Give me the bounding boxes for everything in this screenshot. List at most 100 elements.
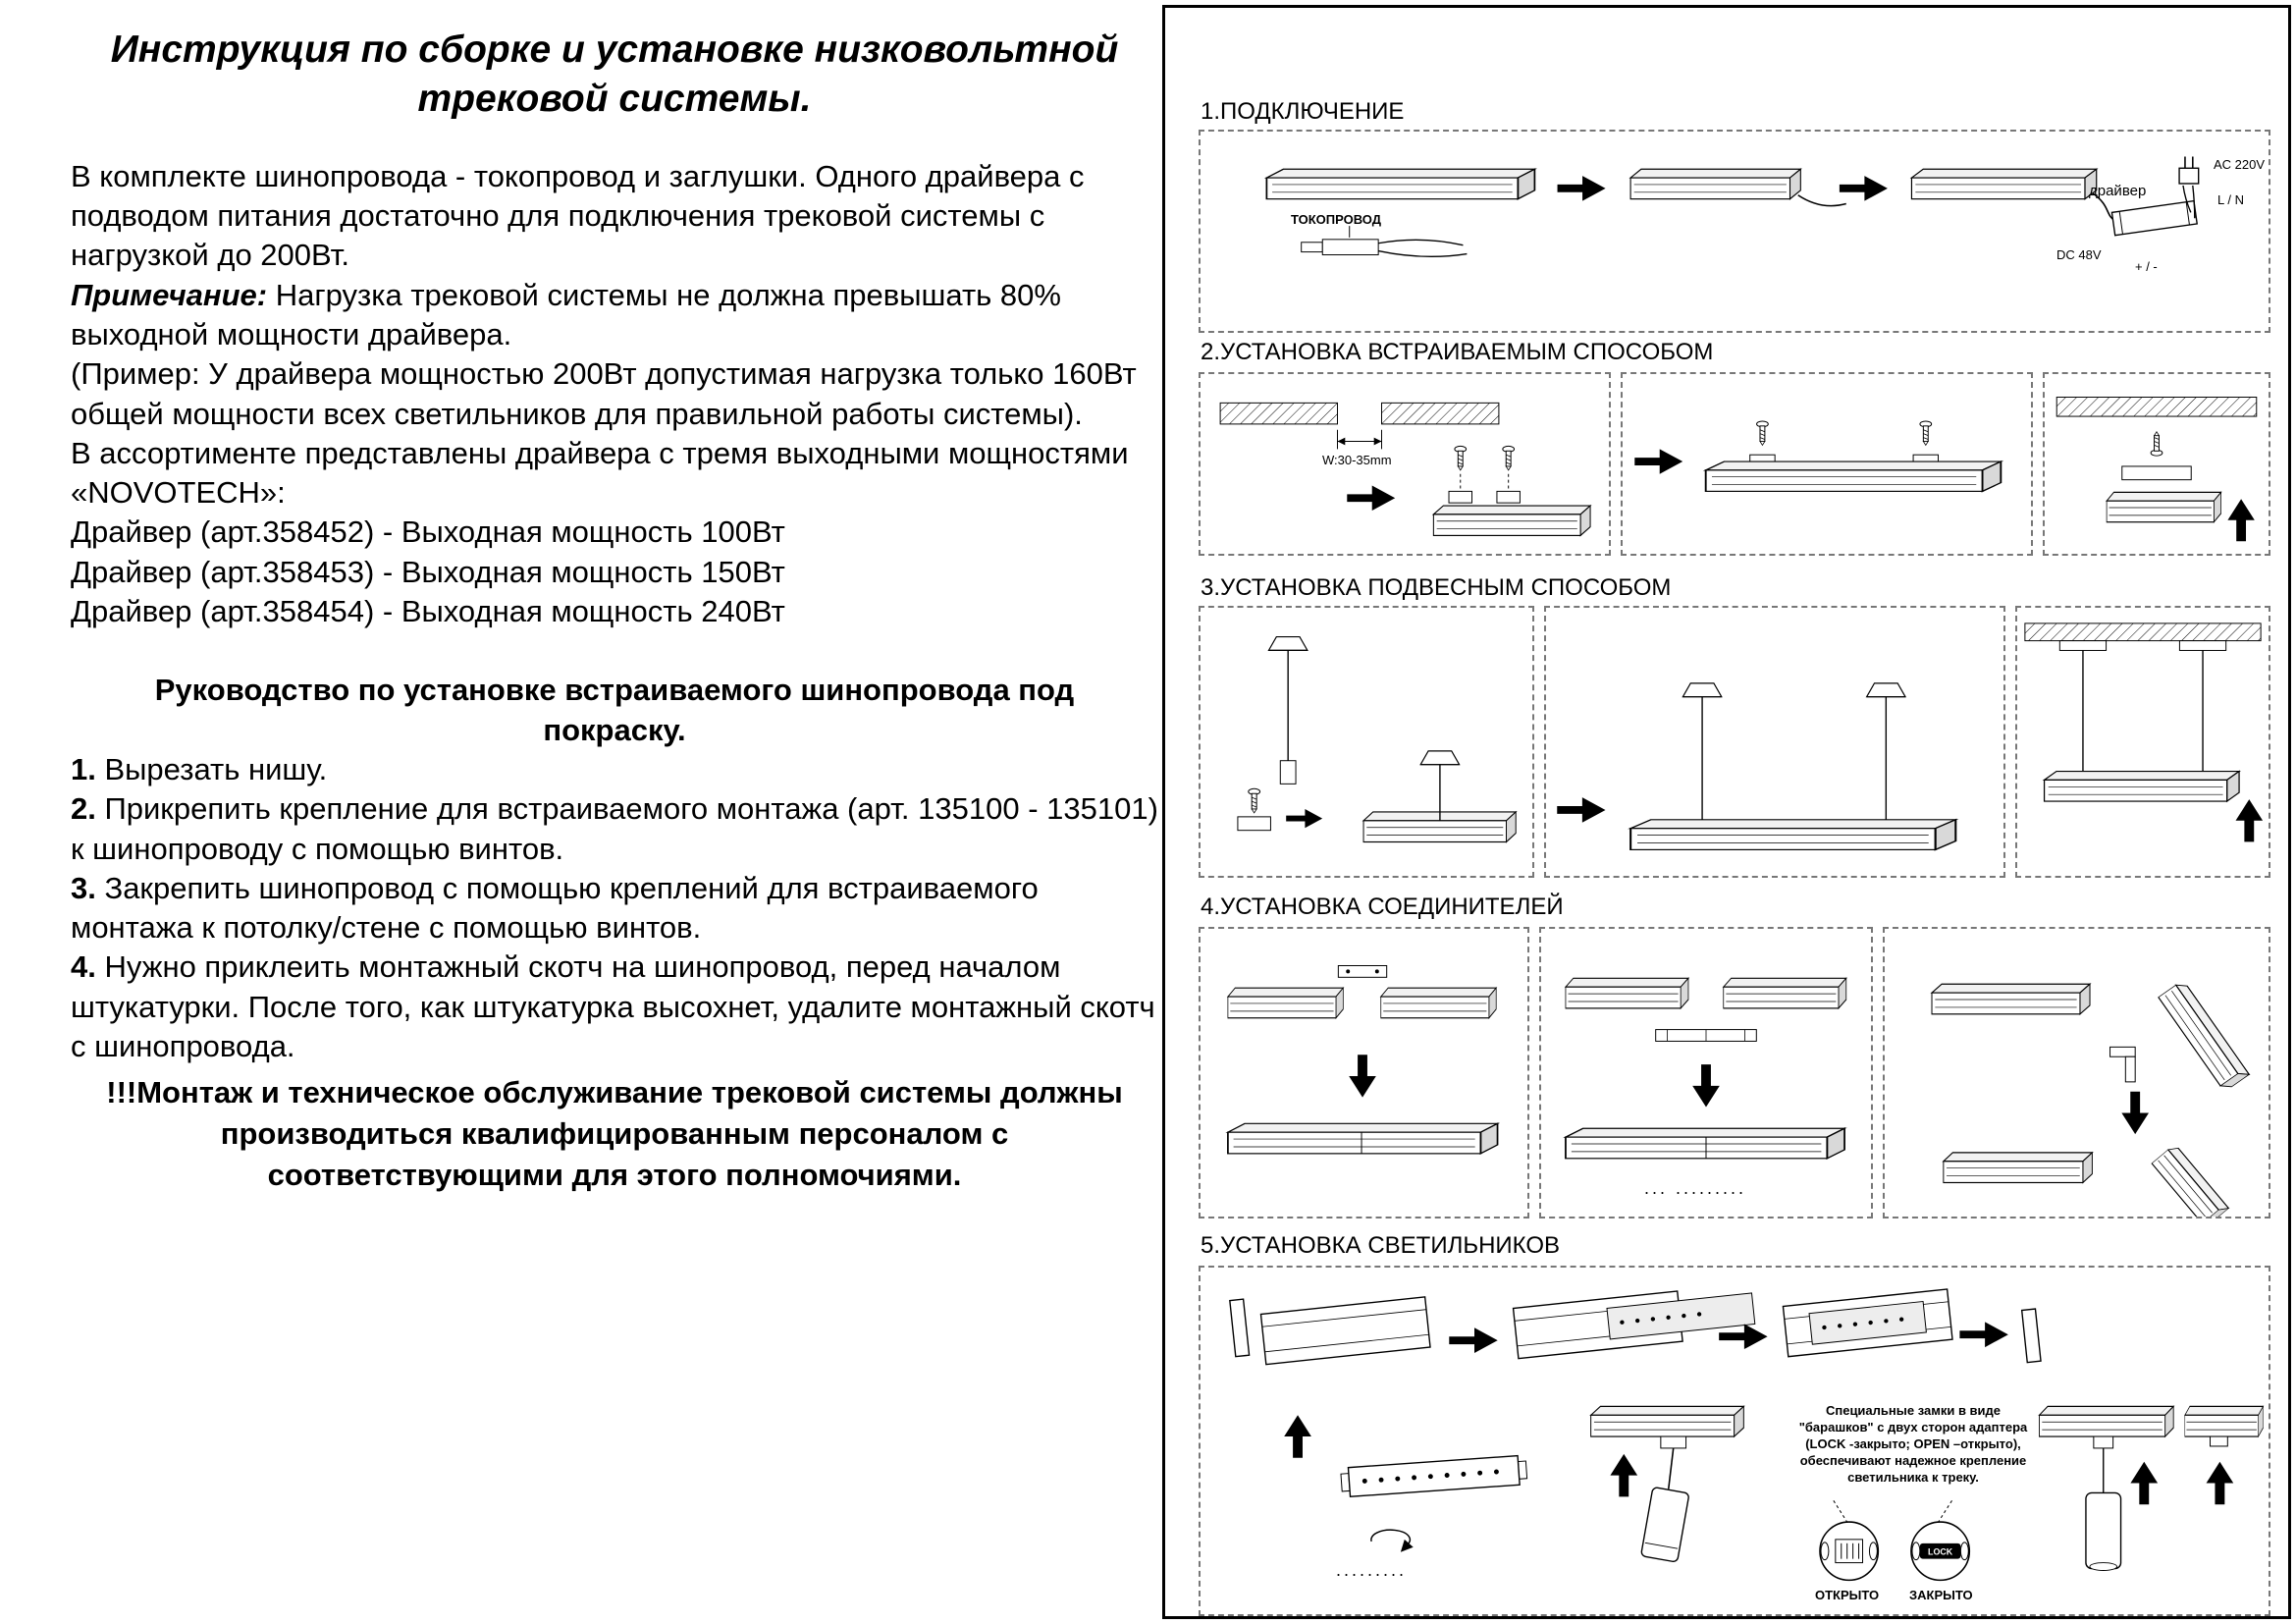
led-module-icon <box>1340 1454 1528 1498</box>
rotation-arrow-icon <box>1370 1529 1414 1552</box>
arrow-right-icon <box>1347 485 1396 511</box>
arrow-up-icon <box>1284 1415 1311 1458</box>
recessed-fixing-art <box>2056 396 2258 542</box>
intro-paragraph: В комплекте шинопровода - токопровод и з… <box>71 158 1085 273</box>
lock-note-text: Специальные замки в виде "барашков" с дв… <box>1798 1403 2028 1485</box>
driver-item-1: Драйвер (арт.358452) - Выходная мощность… <box>71 514 785 550</box>
track-icon <box>2184 1405 2265 1437</box>
connector-icon <box>1337 964 1388 978</box>
lock-closed-dial-icon: LOCK <box>1910 1521 1971 1582</box>
canopy-plate-icon <box>2178 640 2227 651</box>
screw-icon <box>1248 787 1261 814</box>
canopy-plate-icon <box>2058 640 2108 651</box>
track-icon <box>1629 818 1957 851</box>
step-number-2: 2. <box>71 791 96 827</box>
ceiling-hatch-icon <box>1381 402 1500 425</box>
end-cap-icon <box>1229 1298 1251 1358</box>
track-icon <box>1380 987 1497 1019</box>
adapter-icon <box>2210 1435 2228 1447</box>
suspension-grip-icon <box>1279 760 1297 785</box>
track-icon <box>1227 1122 1499 1155</box>
adapter-icon <box>2093 1435 2114 1449</box>
plug-icon <box>2178 156 2200 185</box>
ac-voltage-label: AC 220V <box>2214 157 2266 172</box>
track-icon <box>2106 491 2222 523</box>
closed-label: ЗАКРЫТО <box>1909 1588 1973 1602</box>
assortment-paragraph: В ассортименте представлены драйвера с т… <box>71 435 1129 511</box>
track-icon <box>1265 168 1536 200</box>
arrow-up-icon <box>2235 799 2264 842</box>
note-paragraph: Примечание: Нагрузка трековой системы не… <box>71 276 1158 355</box>
track-icon <box>2151 1143 2229 1217</box>
arrow-up-icon <box>2130 1461 2159 1505</box>
step-text-3: Закрепить шинопровод с помощью креплений… <box>71 870 1039 946</box>
example-paragraph: (Пример: У драйвера мощностью 200Вт допу… <box>71 356 1137 431</box>
track-slab-icon <box>1259 1296 1431 1366</box>
strip-connector-art <box>1565 977 1847 1160</box>
track-icon <box>2043 770 2240 802</box>
pendant-track-art <box>1557 682 1957 851</box>
arrow-right-icon <box>1557 176 1606 201</box>
ceiling-hatch-icon <box>2024 623 2262 642</box>
spot-luminaire-icon <box>1640 1487 1689 1563</box>
arrow-up-icon <box>1610 1453 1638 1497</box>
track-slab-with-module-icon <box>1782 1288 1953 1358</box>
line-neutral-label: L / N <box>2217 192 2244 207</box>
track-icon <box>1943 1152 2093 1184</box>
track-icon <box>1931 983 2091 1015</box>
arrow-up-icon <box>2206 1461 2234 1505</box>
corner-connector-icon <box>2109 1046 2136 1083</box>
recessed-cutout-art <box>1219 402 1591 536</box>
canopy-icon <box>1267 635 1308 651</box>
note-label: Примечание: <box>71 277 268 312</box>
step-item-1: 1. Вырезать нишу. <box>71 750 1158 789</box>
tokoprovod-label: ТОКОПРОВОД <box>1291 212 1381 227</box>
track-icon <box>1432 505 1591 536</box>
dotted-line: ... ......... <box>1644 1178 1747 1198</box>
open-label: ОТКРЫТО <box>1815 1588 1880 1602</box>
screw-icon <box>1454 445 1468 471</box>
track-icon <box>1227 987 1344 1019</box>
track-icon <box>1565 977 1689 1009</box>
straight-connector-art <box>1227 964 1499 1155</box>
section-2-diagram-c <box>2043 372 2270 556</box>
arrow-right-icon <box>1286 808 1323 829</box>
step-number-1: 1. <box>71 751 96 786</box>
section-2-title: 2.УСТАНОВКА ВСТРАИВАЕМЫМ СПОСОБОМ <box>1201 339 1714 365</box>
section-3-diagram-b <box>1544 606 2005 878</box>
arrow-down-icon <box>1349 1055 1376 1098</box>
recessed-assembly-art <box>1634 420 2002 493</box>
step-item-3: 3. Закрепить шинопровод с помощью крепле… <box>71 869 1158 948</box>
track-icon <box>1910 168 2098 200</box>
dimension-icon <box>1337 429 1383 450</box>
canopy-icon <box>1419 750 1461 766</box>
track-icon <box>1590 1405 1744 1437</box>
cutout-width-label: W:30-35mm <box>1322 453 1392 467</box>
ceiling-hatch-icon <box>2056 396 2258 417</box>
section-5-title: 5.УСТАНОВКА СВЕТИЛЬНИКОВ <box>1201 1232 1561 1259</box>
track-slab-with-module-icon <box>1512 1290 1756 1360</box>
warning-text: !!!Монтаж и техническое обслуживание тре… <box>106 1075 1123 1193</box>
screw-icon <box>2150 431 2163 457</box>
arrow-down-icon <box>2121 1091 2149 1135</box>
track-icon <box>1629 168 1801 200</box>
section-3-title: 3.УСТАНОВКА ПОДВЕСНЫМ СПОСОБОМ <box>1201 574 1672 601</box>
step-text-4: Нужно приклеить монтажный скотч на шиноп… <box>71 949 1155 1064</box>
dotted-line: ......... <box>1336 1560 1408 1580</box>
step-item-2: 2. Прикрепить крепление для встраиваемог… <box>71 789 1158 869</box>
note-text: Нагрузка трековой системы не должна прев… <box>71 277 1061 352</box>
section-1-diagram: ТОКОПРОВОД драйвер AC 220V L / N DC 48V … <box>1199 130 2270 333</box>
arrow-right-icon <box>1557 797 1606 823</box>
screw-icon <box>1502 445 1516 471</box>
luminaire-install-art: LOCK <box>1229 1288 2265 1582</box>
step-item-4: 4. Нужно приклеить монтажный скотч на ши… <box>71 947 1158 1066</box>
step-text-1: Вырезать нишу. <box>95 751 328 786</box>
arrow-right-icon <box>1449 1327 1498 1354</box>
track-icon <box>2038 1405 2174 1437</box>
section-5-diagram: LOCK Специальные замки в виде "барашков"… <box>1199 1266 2270 1616</box>
connector-icon <box>1655 1029 1757 1042</box>
arrow-up-icon <box>2227 499 2255 542</box>
polarity-label: + / - <box>2135 259 2158 274</box>
arrow-right-icon <box>1719 1324 1768 1350</box>
section-2-diagram-b <box>1621 372 2033 556</box>
